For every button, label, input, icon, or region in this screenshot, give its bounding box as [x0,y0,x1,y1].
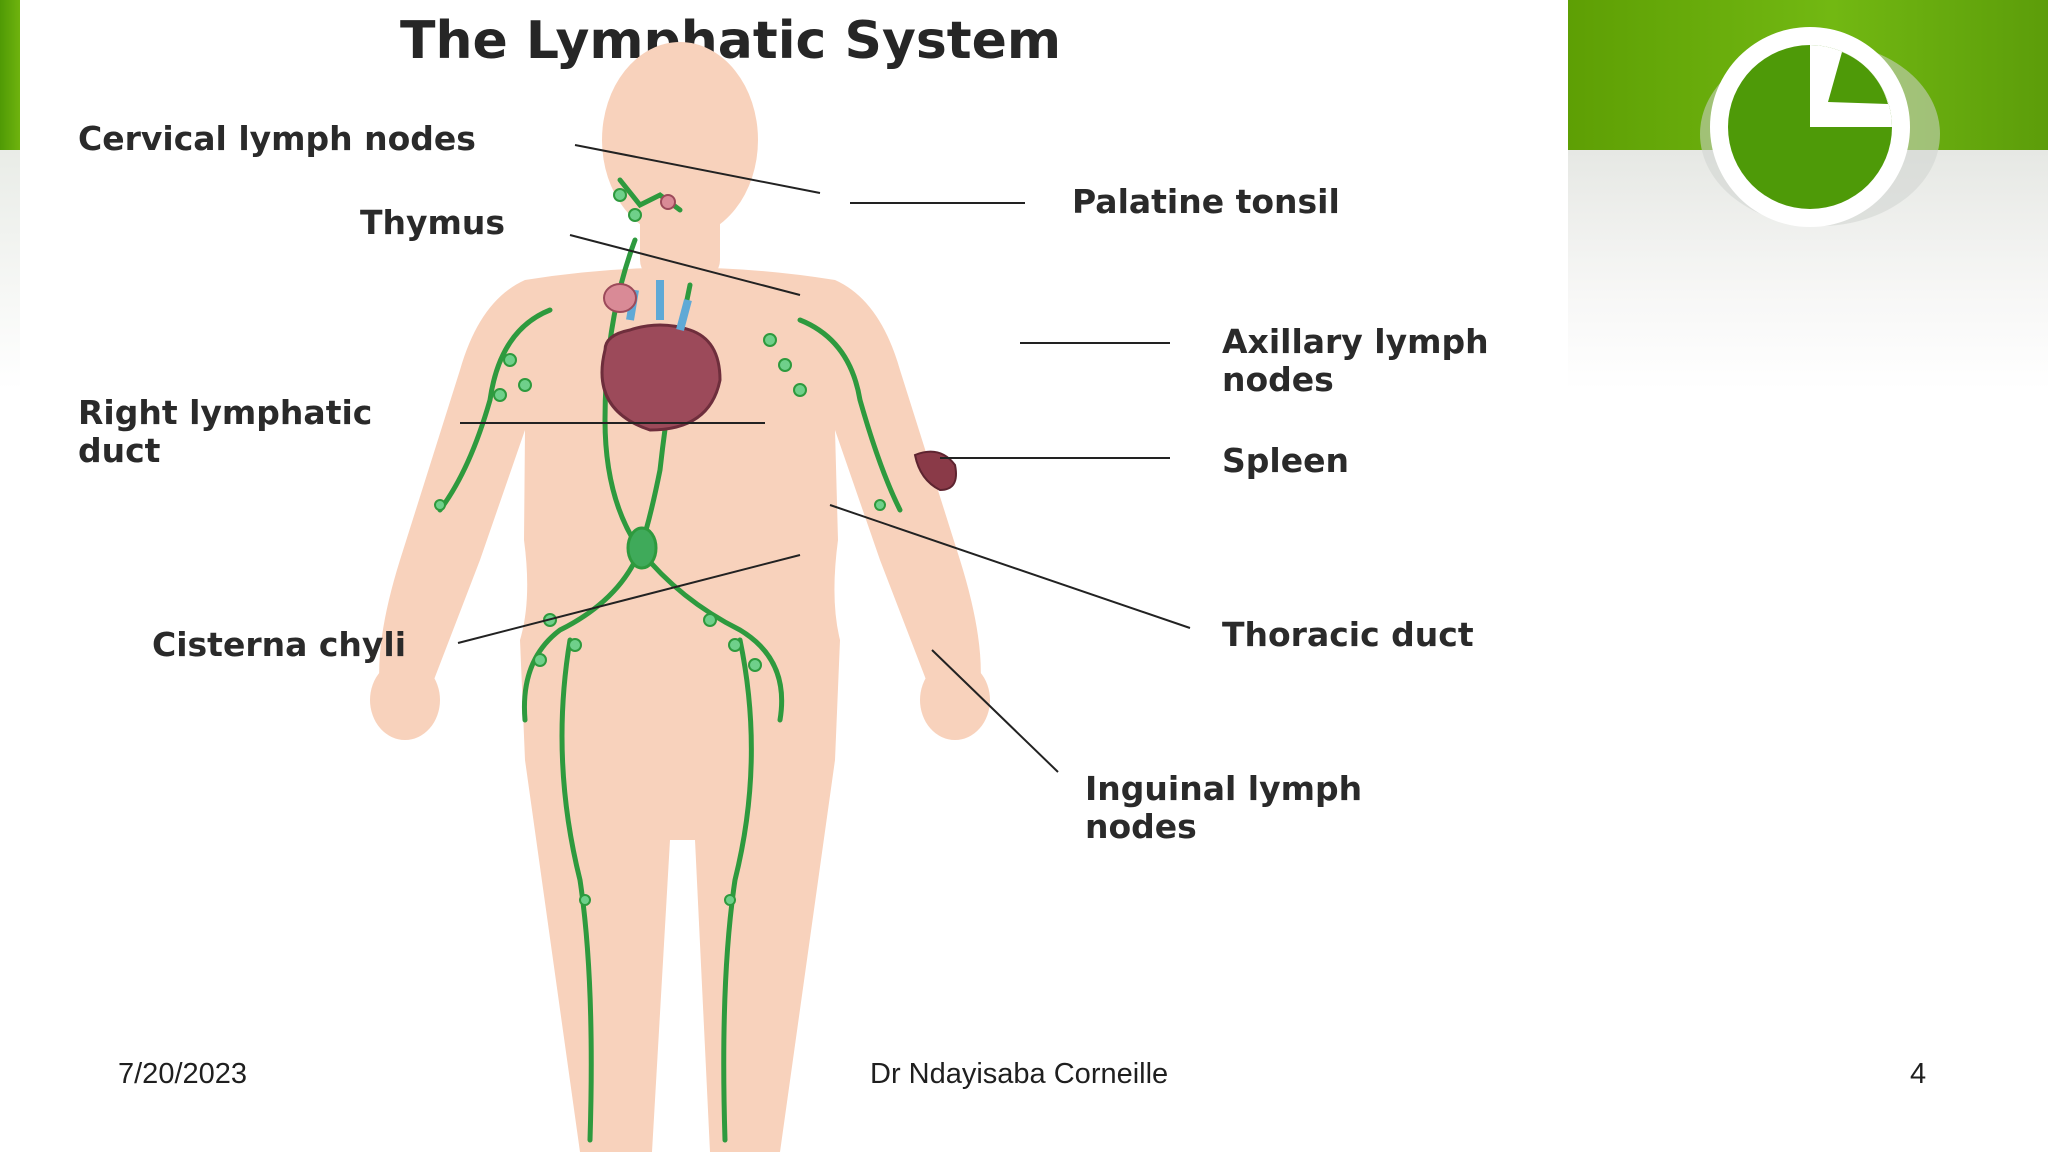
left-gray-fade [0,150,20,390]
leader-lines [457,144,1191,773]
label-right-lymphatic-duct-line2: duct [78,431,161,470]
label-inguinal-lymph-nodes-line1: Inguinal lymph [1085,769,1362,808]
palatine-tonsil-shape [660,194,676,210]
body-silhouette [370,42,990,1152]
label-palatine-tonsil: Palatine tonsil [1072,182,1340,221]
lymph-nodes [434,188,886,906]
footer-date: 7/20/2023 [118,1058,248,1090]
heart-shape [600,280,722,432]
label-axillary-lymph-nodes-line1: Axillary lymph [1222,322,1489,361]
label-right-lymphatic-duct-line1: Right lymphatic [78,393,372,432]
green-pie-logo-icon [1700,27,1940,227]
thymus-shape [603,283,637,313]
label-spleen: Spleen [1222,441,1349,480]
label-cisterna-chyli: Cisterna chyli [152,625,406,664]
cisterna-chyli-shape [626,526,658,570]
label-thymus: Thymus [360,203,505,242]
label-inguinal-lymph-nodes-line2: nodes [1085,807,1197,846]
footer-page-number: 4 [1910,1058,1927,1090]
spleen-shape [913,450,957,492]
label-axillary-lymph-nodes-line2: nodes [1222,360,1334,399]
label-thoracic-duct: Thoracic duct [1222,615,1474,654]
left-green-band [0,0,20,150]
lymphatic-system-diagram: The Lymphatic System [78,11,1489,1152]
label-cervical-lymph-nodes: Cervical lymph nodes [78,119,476,158]
footer-author: Dr Ndayisaba Corneille [870,1058,1169,1090]
slide-title: The Lymphatic System [400,11,1061,71]
